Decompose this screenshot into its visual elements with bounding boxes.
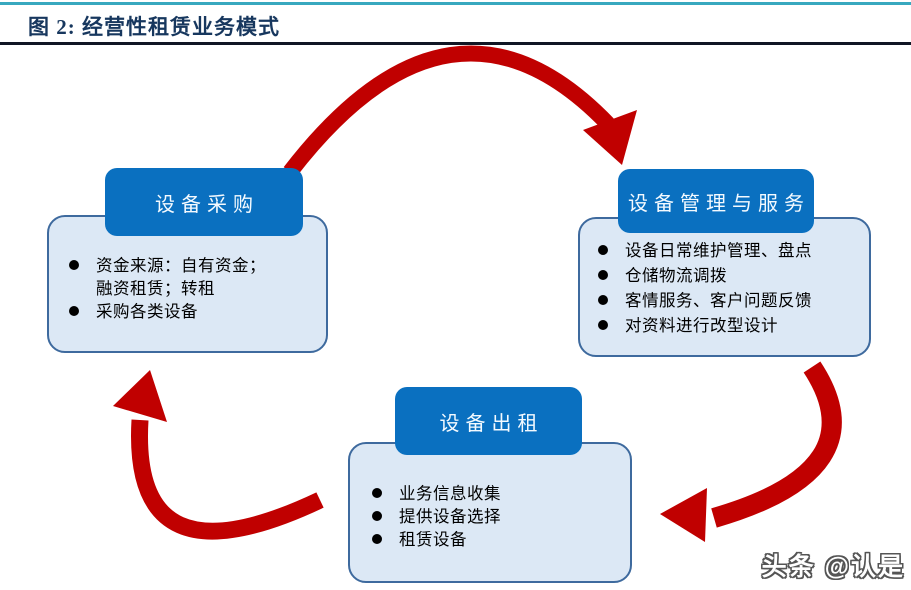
bullet-item: 设备日常维护管理、盘点 bbox=[598, 238, 861, 263]
bullet-dot-icon bbox=[372, 534, 382, 544]
node-management-body: 设备日常维护管理、盘点 仓储物流调拨 客情服务、客户问题反馈 对资料进行改型设计 bbox=[578, 217, 871, 357]
bullet-dot-icon bbox=[598, 295, 608, 305]
bullet-item: 租赁设备 bbox=[372, 528, 622, 551]
bullet-item: 业务信息收集 bbox=[372, 482, 622, 505]
bullet-dot-icon bbox=[372, 488, 382, 498]
arrow-procurement-to-management bbox=[283, 45, 614, 177]
figure-title: 图 2: 经营性租赁业务模式 bbox=[28, 15, 280, 39]
bullet-text: 设备日常维护管理、盘点 bbox=[625, 241, 812, 260]
top-accent-line bbox=[0, 2, 911, 5]
node-rental-title: 设备出租 bbox=[439, 412, 544, 435]
arrowhead-left-icon bbox=[113, 370, 167, 422]
bullet-dot-icon bbox=[69, 306, 79, 316]
bullet-text: 客情服务、客户问题反馈 bbox=[625, 291, 812, 310]
arrowhead-right-icon bbox=[660, 488, 707, 542]
bullet-text: 仓储物流调拨 bbox=[625, 266, 727, 285]
node-procurement-body: 资金来源：自有资金； 融资租赁；转租 采购各类设备 bbox=[47, 215, 328, 353]
bullet-item: 客情服务、客户问题反馈 bbox=[598, 288, 861, 313]
bullet-text: 采购各类设备 bbox=[96, 302, 198, 321]
bullet-item: 对资料进行改型设计 bbox=[598, 313, 861, 338]
arrowhead-top-icon bbox=[583, 110, 637, 165]
node-management-header: 设备管理与服务 bbox=[618, 169, 814, 233]
node-procurement-title: 设备采购 bbox=[155, 193, 259, 216]
bullet-text: 租赁设备 bbox=[399, 530, 467, 549]
bullet-dot-icon bbox=[372, 511, 382, 521]
bullet-dot-icon bbox=[69, 260, 79, 270]
node-procurement-header: 设备采购 bbox=[105, 168, 303, 236]
arrow-management-to-rental bbox=[711, 361, 842, 528]
bullet-text: 对资料进行改型设计 bbox=[625, 316, 778, 335]
title-rule bbox=[0, 42, 911, 45]
bullet-text: 提供设备选择 bbox=[399, 507, 501, 526]
watermark: 头条 @认是 bbox=[761, 553, 905, 581]
bullet-dot-icon bbox=[598, 270, 608, 280]
bullet-text: 业务信息收集 bbox=[399, 484, 501, 503]
node-rental-header: 设备出租 bbox=[395, 387, 582, 455]
bullet-dot-icon bbox=[598, 320, 608, 330]
bullet-item: 资金来源：自有资金； 融资租赁；转租 bbox=[69, 254, 316, 300]
bullet-text: 资金来源：自有资金； 融资租赁；转租 bbox=[96, 256, 266, 298]
bullet-dot-icon bbox=[598, 245, 608, 255]
bullet-item: 采购各类设备 bbox=[69, 300, 316, 323]
arrow-rental-to-procurement bbox=[131, 419, 324, 540]
node-management-title: 设备管理与服务 bbox=[628, 192, 810, 215]
bullet-item: 提供设备选择 bbox=[372, 505, 622, 528]
node-rental-body: 业务信息收集 提供设备选择 租赁设备 bbox=[348, 442, 632, 583]
bullet-item: 仓储物流调拨 bbox=[598, 263, 861, 288]
